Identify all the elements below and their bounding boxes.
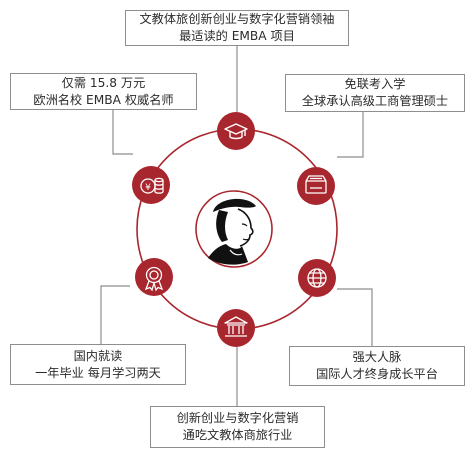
box-upper-right: 免联考入学 全球承认高级工商管理硕士 bbox=[285, 74, 465, 112]
node-lower-left bbox=[135, 258, 173, 296]
svg-text:¥: ¥ bbox=[145, 183, 151, 193]
node-upper-right bbox=[297, 167, 335, 205]
node-upper-left: ¥ bbox=[132, 166, 170, 204]
box-top-line-1: 文教体旅创新创业与数字化营销领袖 bbox=[139, 12, 335, 26]
money-coins-icon: ¥ bbox=[140, 177, 164, 194]
box-bottom-line-1: 创新创业与数字化营销 bbox=[176, 411, 299, 425]
box-lower-right: 强大人脉 国际人才终身成长平台 bbox=[289, 346, 465, 386]
box-bottom-line-2: 通吃文教体商旅行业 bbox=[182, 428, 293, 442]
node-lower-right bbox=[298, 259, 336, 297]
connector-lines bbox=[100, 46, 373, 406]
certificate-icon bbox=[305, 175, 327, 194]
box-upper-left-line-2: 欧洲名校 EMBA 权威名师 bbox=[33, 92, 174, 107]
center-portrait bbox=[195, 190, 273, 268]
institution-icon bbox=[224, 316, 248, 337]
box-upper-right-line-1: 免联考入学 bbox=[344, 77, 406, 91]
box-upper-left-line-1: 仅需 15.8 万元 bbox=[61, 75, 146, 90]
node-top bbox=[217, 112, 255, 150]
box-lower-left: 国内就读 一年毕业 每月学习两天 bbox=[10, 344, 186, 385]
box-lower-left-line-1: 国内就读 bbox=[73, 348, 123, 363]
connector-upper-right bbox=[337, 112, 364, 158]
connector-upper-left bbox=[112, 110, 133, 155]
box-lower-right-line-1: 强大人脉 bbox=[352, 350, 402, 364]
box-lower-right-line-2: 国际人才终身成长平台 bbox=[316, 367, 438, 381]
medal-icon bbox=[144, 266, 164, 292]
connector-lower-right bbox=[337, 288, 373, 346]
portrait-icon bbox=[208, 198, 256, 265]
box-upper-left: 仅需 15.8 万元 欧洲名校 EMBA 权威名师 bbox=[10, 73, 197, 110]
box-top-line-2: 最适读的 EMBA 项目 bbox=[179, 29, 295, 43]
globe-icon bbox=[307, 268, 327, 288]
connector-lower-left bbox=[100, 285, 130, 344]
box-top: 文教体旅创新创业与数字化营销领袖 最适读的 EMBA 项目 bbox=[125, 10, 349, 46]
node-bottom bbox=[217, 309, 255, 347]
box-lower-left-line-2: 一年毕业 每月学习两天 bbox=[35, 365, 161, 380]
box-upper-right-line-2: 全球承认高级工商管理硕士 bbox=[301, 94, 449, 108]
graduation-cap-icon bbox=[224, 123, 248, 140]
box-bottom: 创新创业与数字化营销 通吃文教体商旅行业 bbox=[150, 406, 325, 448]
